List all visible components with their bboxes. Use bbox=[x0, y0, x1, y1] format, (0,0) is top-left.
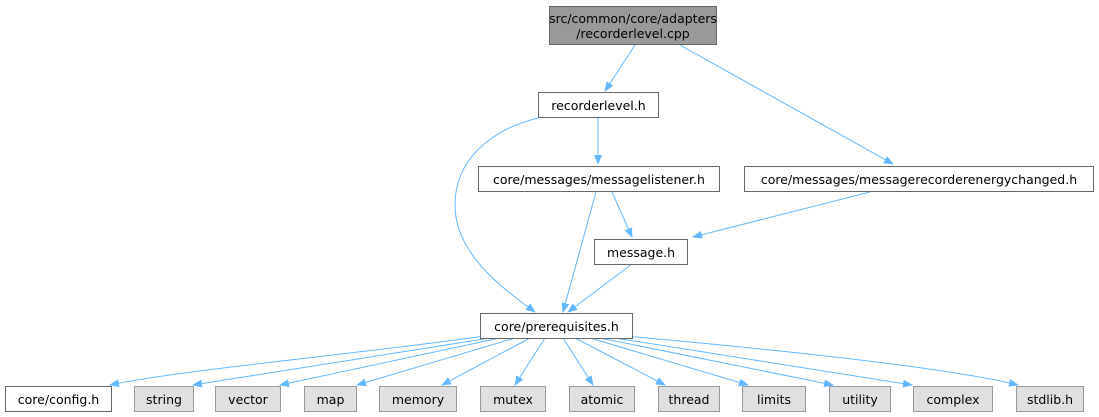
node-vector[interactable]: vector bbox=[215, 386, 281, 412]
edge-prereq-thread bbox=[574, 337, 666, 386]
edge-prereq-map bbox=[356, 337, 516, 387]
edge-prereq-memory bbox=[441, 337, 531, 386]
node-map[interactable]: map bbox=[304, 386, 357, 412]
edge-recorderlevel-prerequisites bbox=[454, 117, 539, 313]
edge-prereq-stdlib bbox=[624, 335, 1019, 387]
node-recorderlevel-cpp-line1: src/common/core/adapters bbox=[549, 10, 717, 26]
edge-root-recorderlevel bbox=[604, 44, 636, 92]
node-messagelistener-h[interactable]: core/messages/messagelistener.h bbox=[478, 166, 720, 192]
node-stdlib-h[interactable]: stdlib.h bbox=[1016, 386, 1084, 412]
node-atomic[interactable]: atomic bbox=[569, 386, 635, 412]
edge-prereq-config bbox=[109, 335, 486, 388]
edge-prereq-atomic bbox=[562, 337, 594, 386]
edge-messagelistener-message bbox=[611, 191, 633, 238]
node-prerequisites-h[interactable]: core/prerequisites.h bbox=[480, 313, 633, 339]
node-message-h[interactable]: message.h bbox=[594, 239, 688, 265]
node-utility[interactable]: utility bbox=[829, 386, 891, 412]
node-memory[interactable]: memory bbox=[379, 386, 457, 412]
node-recorderlevel-h[interactable]: recorderlevel.h bbox=[538, 92, 659, 118]
node-recorderlevel-cpp[interactable]: src/common/core/adapters /recorderlevel.… bbox=[549, 6, 717, 45]
edge-prereq-utility bbox=[599, 337, 834, 388]
node-complex[interactable]: complex bbox=[913, 386, 993, 412]
node-mutex[interactable]: mutex bbox=[480, 386, 546, 412]
edge-message-prerequisites bbox=[567, 263, 633, 313]
edge-prereq-limits bbox=[589, 337, 749, 387]
node-messagerecorderenergychanged-h[interactable]: core/messages/messagerecorderenergychang… bbox=[744, 166, 1094, 192]
edge-messagelistener-prerequisites bbox=[561, 191, 597, 313]
node-string[interactable]: string bbox=[134, 386, 194, 412]
edge-prereq-string bbox=[192, 337, 491, 388]
edge-prereq-vector bbox=[279, 337, 501, 388]
node-recorderlevel-cpp-line2: /recorderlevel.cpp bbox=[576, 25, 690, 41]
node-config-h[interactable]: core/config.h bbox=[5, 386, 112, 412]
node-limits[interactable]: limits bbox=[742, 386, 806, 412]
node-thread[interactable]: thread bbox=[658, 386, 720, 412]
edge-root-messagerecorder bbox=[679, 44, 894, 165]
edge-messagerecorder-message bbox=[692, 191, 871, 239]
edge-prereq-mutex bbox=[514, 337, 546, 386]
edge-prereq-complex bbox=[614, 337, 913, 388]
